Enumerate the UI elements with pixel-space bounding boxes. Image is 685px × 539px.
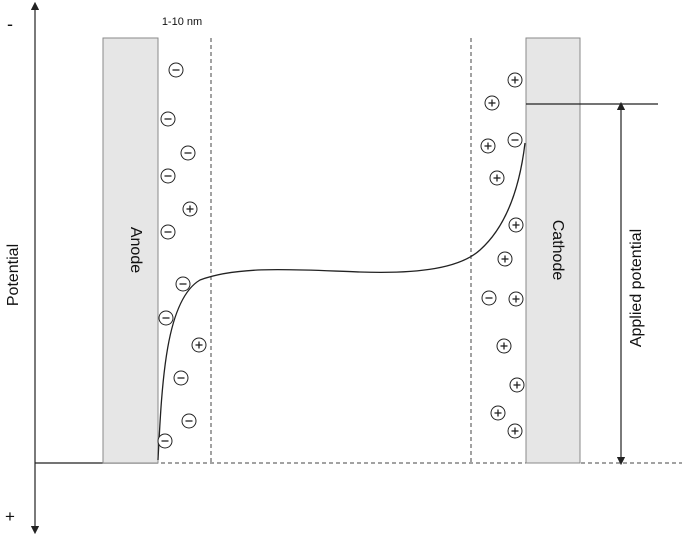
anion-icon — [481, 290, 497, 306]
cation-icon — [507, 423, 523, 439]
cation-icon — [490, 405, 506, 421]
anion-icon — [175, 276, 191, 292]
anion-icon — [160, 224, 176, 240]
gap-width-label: 1-10 nm — [162, 16, 202, 28]
cation-icon — [507, 72, 523, 88]
anode-label: Anode — [127, 227, 144, 273]
potential-axis-label: Potential — [5, 244, 22, 306]
anion-icon — [181, 413, 197, 429]
cation-icon — [191, 337, 207, 353]
anion-icon — [160, 168, 176, 184]
anion-icon — [507, 132, 523, 148]
cation-icon — [509, 377, 525, 393]
anion-icon — [173, 370, 189, 386]
anion-icon — [180, 145, 196, 161]
cation-icon — [480, 138, 496, 154]
anion-icon — [160, 111, 176, 127]
anion-icon — [157, 433, 173, 449]
cation-icon — [484, 95, 500, 111]
anion-icon — [158, 310, 174, 326]
cation-icon — [496, 338, 512, 354]
cathode-label: Cathode — [549, 220, 566, 281]
ion-layer — [157, 62, 525, 449]
cation-icon — [489, 170, 505, 186]
cation-icon — [182, 201, 198, 217]
cation-icon — [508, 291, 524, 307]
cathode-electrode — [525, 37, 581, 464]
applied-potential-label: Applied potential — [628, 229, 645, 347]
cation-icon — [497, 251, 513, 267]
plus-sign-label: + — [5, 507, 15, 526]
anion-icon — [168, 62, 184, 78]
minus-sign-label: - — [7, 14, 13, 34]
cation-icon — [508, 217, 524, 233]
anode-electrode — [102, 37, 159, 464]
potential-profile-curve — [157, 142, 526, 461]
